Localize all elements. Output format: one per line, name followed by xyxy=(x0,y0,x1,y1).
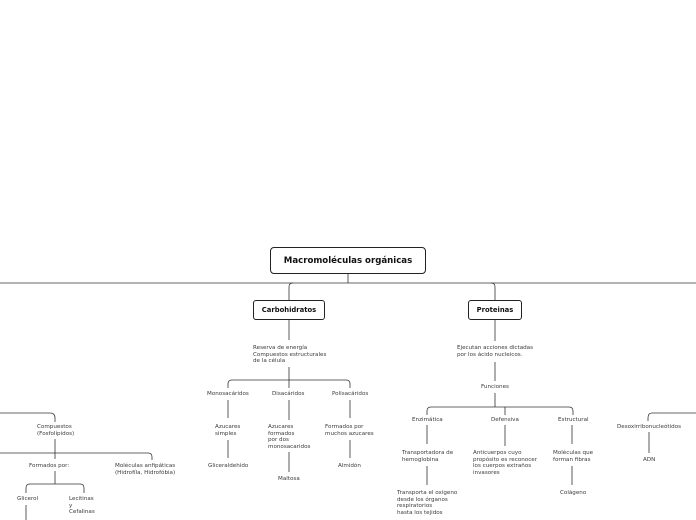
lipidos-glicerol[interactable]: Glicerol xyxy=(17,496,39,502)
estructural-descripcion[interactable]: Moléculas que forman fibras xyxy=(553,450,594,463)
disacaridos-ejemplo[interactable]: Maltosa xyxy=(278,476,300,482)
link-carb-types xyxy=(227,367,351,388)
acidos-desoxirribonucleotidos[interactable]: Desoxirribonucleótidos xyxy=(617,424,682,430)
lipidos-lecitinas[interactable]: Lecitinas y Cefalinas xyxy=(69,496,95,516)
topic-proteinas[interactable]: Proteinas xyxy=(468,300,522,320)
funcion-enzimatica[interactable]: Enzimática xyxy=(412,417,443,423)
topic-carbohidratos[interactable]: Carbohidratos xyxy=(253,300,325,320)
funcion-estructural[interactable]: Estructural xyxy=(558,417,589,423)
enzimatica-detalle[interactable]: Transporta el oxigeno desde los órganos … xyxy=(397,490,458,516)
polisacaridos-descripcion[interactable]: Formados por muchos azucares xyxy=(325,424,374,437)
lipidos-compuestos[interactable]: Compuestos (Fosfolípidos) xyxy=(37,424,75,437)
link-adn xyxy=(647,412,696,453)
root-topic[interactable]: Macromoléculas orgánicas xyxy=(270,247,426,274)
subtopic-polisacaridos[interactable]: Polisacáridos xyxy=(332,391,369,397)
link-formados xyxy=(25,471,85,520)
monosacaridos-descripcion[interactable]: Azucares simples xyxy=(215,424,241,437)
lipidos-formados-por[interactable]: Formados por: xyxy=(29,463,70,469)
root-topic-label: Macromoléculas orgánicas xyxy=(283,255,413,266)
carbohidratos-descripcion[interactable]: Reserva de energía Compuestos estructura… xyxy=(253,345,327,365)
monosacaridos-ejemplo[interactable]: Gliceraldehído xyxy=(208,463,249,469)
funcion-defensiva[interactable]: Defensiva xyxy=(491,417,519,423)
link-func-split xyxy=(426,393,574,415)
enzimatica-descripcion[interactable]: Transportadora de hemoglobina xyxy=(402,450,454,463)
topic-proteinas-label: Proteinas xyxy=(476,306,514,314)
subtopic-monosacaridos[interactable]: Monosacáridos xyxy=(207,391,249,397)
topic-carbohidratos-label: Carbohidratos xyxy=(261,306,317,314)
link-root-branches xyxy=(288,274,496,300)
subtopic-disacaridos[interactable]: Disacáridos xyxy=(272,391,305,397)
defensiva-descripcion[interactable]: Anticuerpos cuyo propósito es reconocer … xyxy=(473,450,538,476)
subtopic-funciones[interactable]: Funciones xyxy=(481,384,509,390)
disacaridos-descripcion[interactable]: Azucares formados por dos monosacaridos xyxy=(268,424,311,450)
lipidos-anfipaticas[interactable]: Moléculas anfipáticas (Hidrofíla, Hidrof… xyxy=(115,463,176,476)
polisacaridos-ejemplo[interactable]: Almidón xyxy=(338,463,361,469)
acidos-adn[interactable]: ADN xyxy=(643,457,656,463)
proteinas-descripcion[interactable]: Ejecutan acciones dictadas por los ácido… xyxy=(457,345,534,358)
link-lipidos xyxy=(0,412,153,460)
estructural-ejemplo[interactable]: Colágeno xyxy=(560,490,587,496)
